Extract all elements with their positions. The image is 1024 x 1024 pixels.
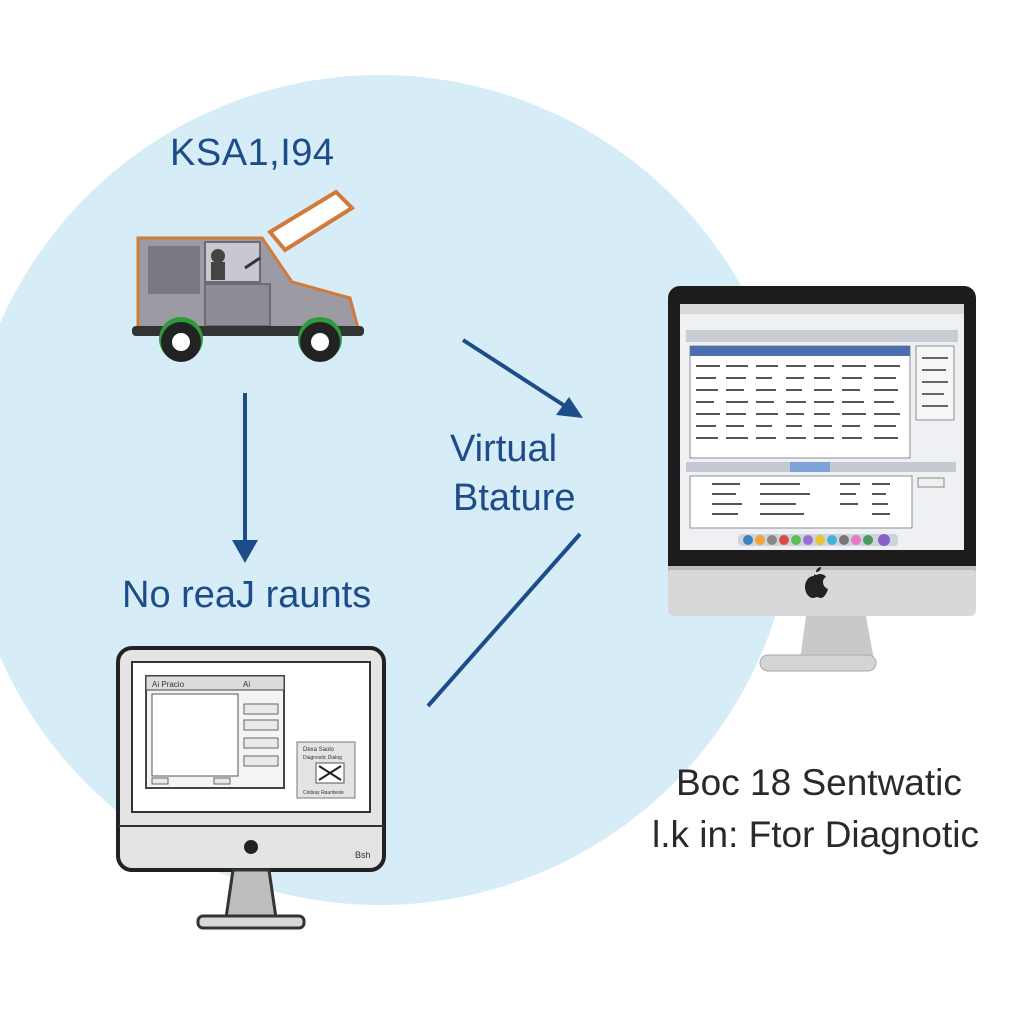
arrow-diagonal-icon — [461, 338, 583, 418]
left-caption: No reaJ raunts — [122, 574, 372, 616]
app-window: Ai Pracio Ai — [145, 675, 285, 789]
diagnostic-dialog: Dexa Saolo Diagnostic Dialog Cinbiay Rau… — [296, 741, 356, 799]
window-tab: Ai — [243, 680, 250, 689]
vehicle-icon — [132, 189, 364, 362]
apple-logo-icon — [805, 567, 828, 598]
right-caption-line2: l.k in: Ftor Diagnotic — [652, 814, 979, 855]
arrow-down-icon — [232, 393, 258, 563]
vehicle-code-label: KSA1,I94 — [170, 132, 335, 174]
dock — [738, 534, 898, 546]
middle-caption-line1: Virtual — [450, 428, 558, 470]
small-monitor-brand: Bsh — [355, 850, 371, 860]
connector-line — [426, 532, 582, 708]
dialog-title: Dexa Saolo — [303, 747, 335, 753]
small-monitor: Bsh Ai Pracio Ai Dexa Saolo Diagnostic D… — [116, 646, 386, 930]
dialog-subtitle: Diagnostic Dialog — [303, 755, 342, 761]
window-title: Ai Pracio — [152, 680, 185, 689]
right-caption-line1: Boc 18 Sentwatic — [676, 762, 962, 803]
dialog-footer: Cinbiay Raunteste — [303, 790, 344, 796]
imac-monitor — [668, 286, 976, 672]
middle-caption-line2: Btature — [453, 477, 576, 519]
